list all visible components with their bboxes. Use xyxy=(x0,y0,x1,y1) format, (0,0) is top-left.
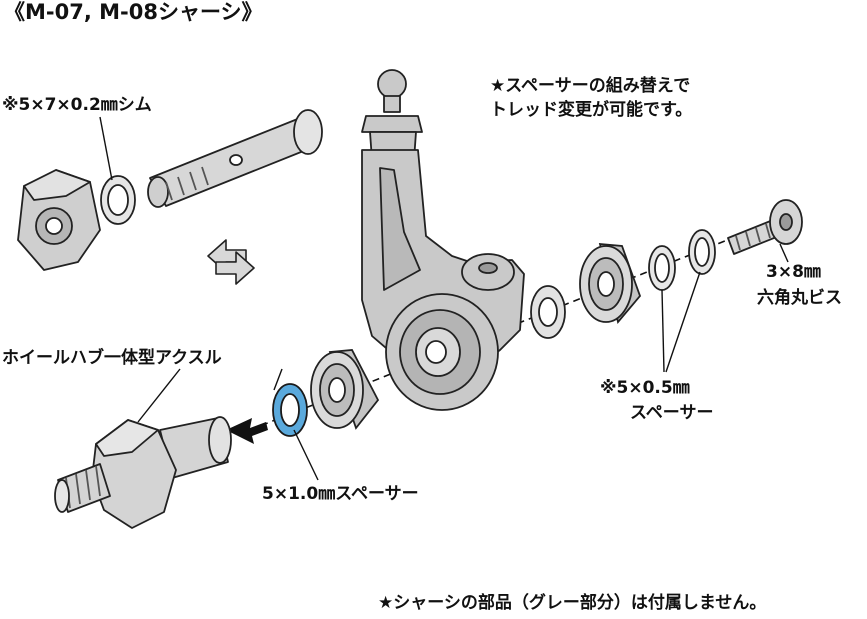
spacer-05-label-1: ※5×0.5㎜ xyxy=(600,378,690,398)
note-line-1: ★スペーサーの組み替えで xyxy=(490,76,691,96)
spacer-05-label-2: スペーサー xyxy=(630,403,714,423)
screw-label-2: 六角丸ビス xyxy=(757,288,842,308)
spacer-05-pair xyxy=(648,229,716,291)
swap-arrows-icon xyxy=(207,239,255,285)
bearing-right xyxy=(579,242,642,324)
hex-screw xyxy=(727,199,803,255)
shim-ring xyxy=(100,175,136,225)
bearing-left xyxy=(310,349,380,430)
axle-label: ホイールハブ一体型アクスル xyxy=(2,348,222,368)
footer-note: ★シャーシの部品（グレー部分）は付属しません。 xyxy=(378,593,767,613)
shim-label: ※5×7×0.2㎜シム xyxy=(2,95,152,115)
spacer-10-blue xyxy=(272,383,308,437)
spacer-10-label: 5×1.0㎜スペーサー xyxy=(262,484,419,504)
hex-nut xyxy=(17,169,101,271)
page-title: 《M-07, M-08シャーシ》 xyxy=(4,0,263,24)
hub-axle-part xyxy=(54,416,232,529)
kingpin-shaft xyxy=(147,109,323,208)
collar-spacer xyxy=(530,285,566,339)
chassis-upright xyxy=(361,69,525,411)
note-line-2: トレッド変更が可能です。 xyxy=(490,100,693,120)
insert-arrow-icon xyxy=(226,418,268,444)
screw-label-1: 3×8㎜ xyxy=(766,262,821,282)
leader-lines xyxy=(99,116,789,481)
